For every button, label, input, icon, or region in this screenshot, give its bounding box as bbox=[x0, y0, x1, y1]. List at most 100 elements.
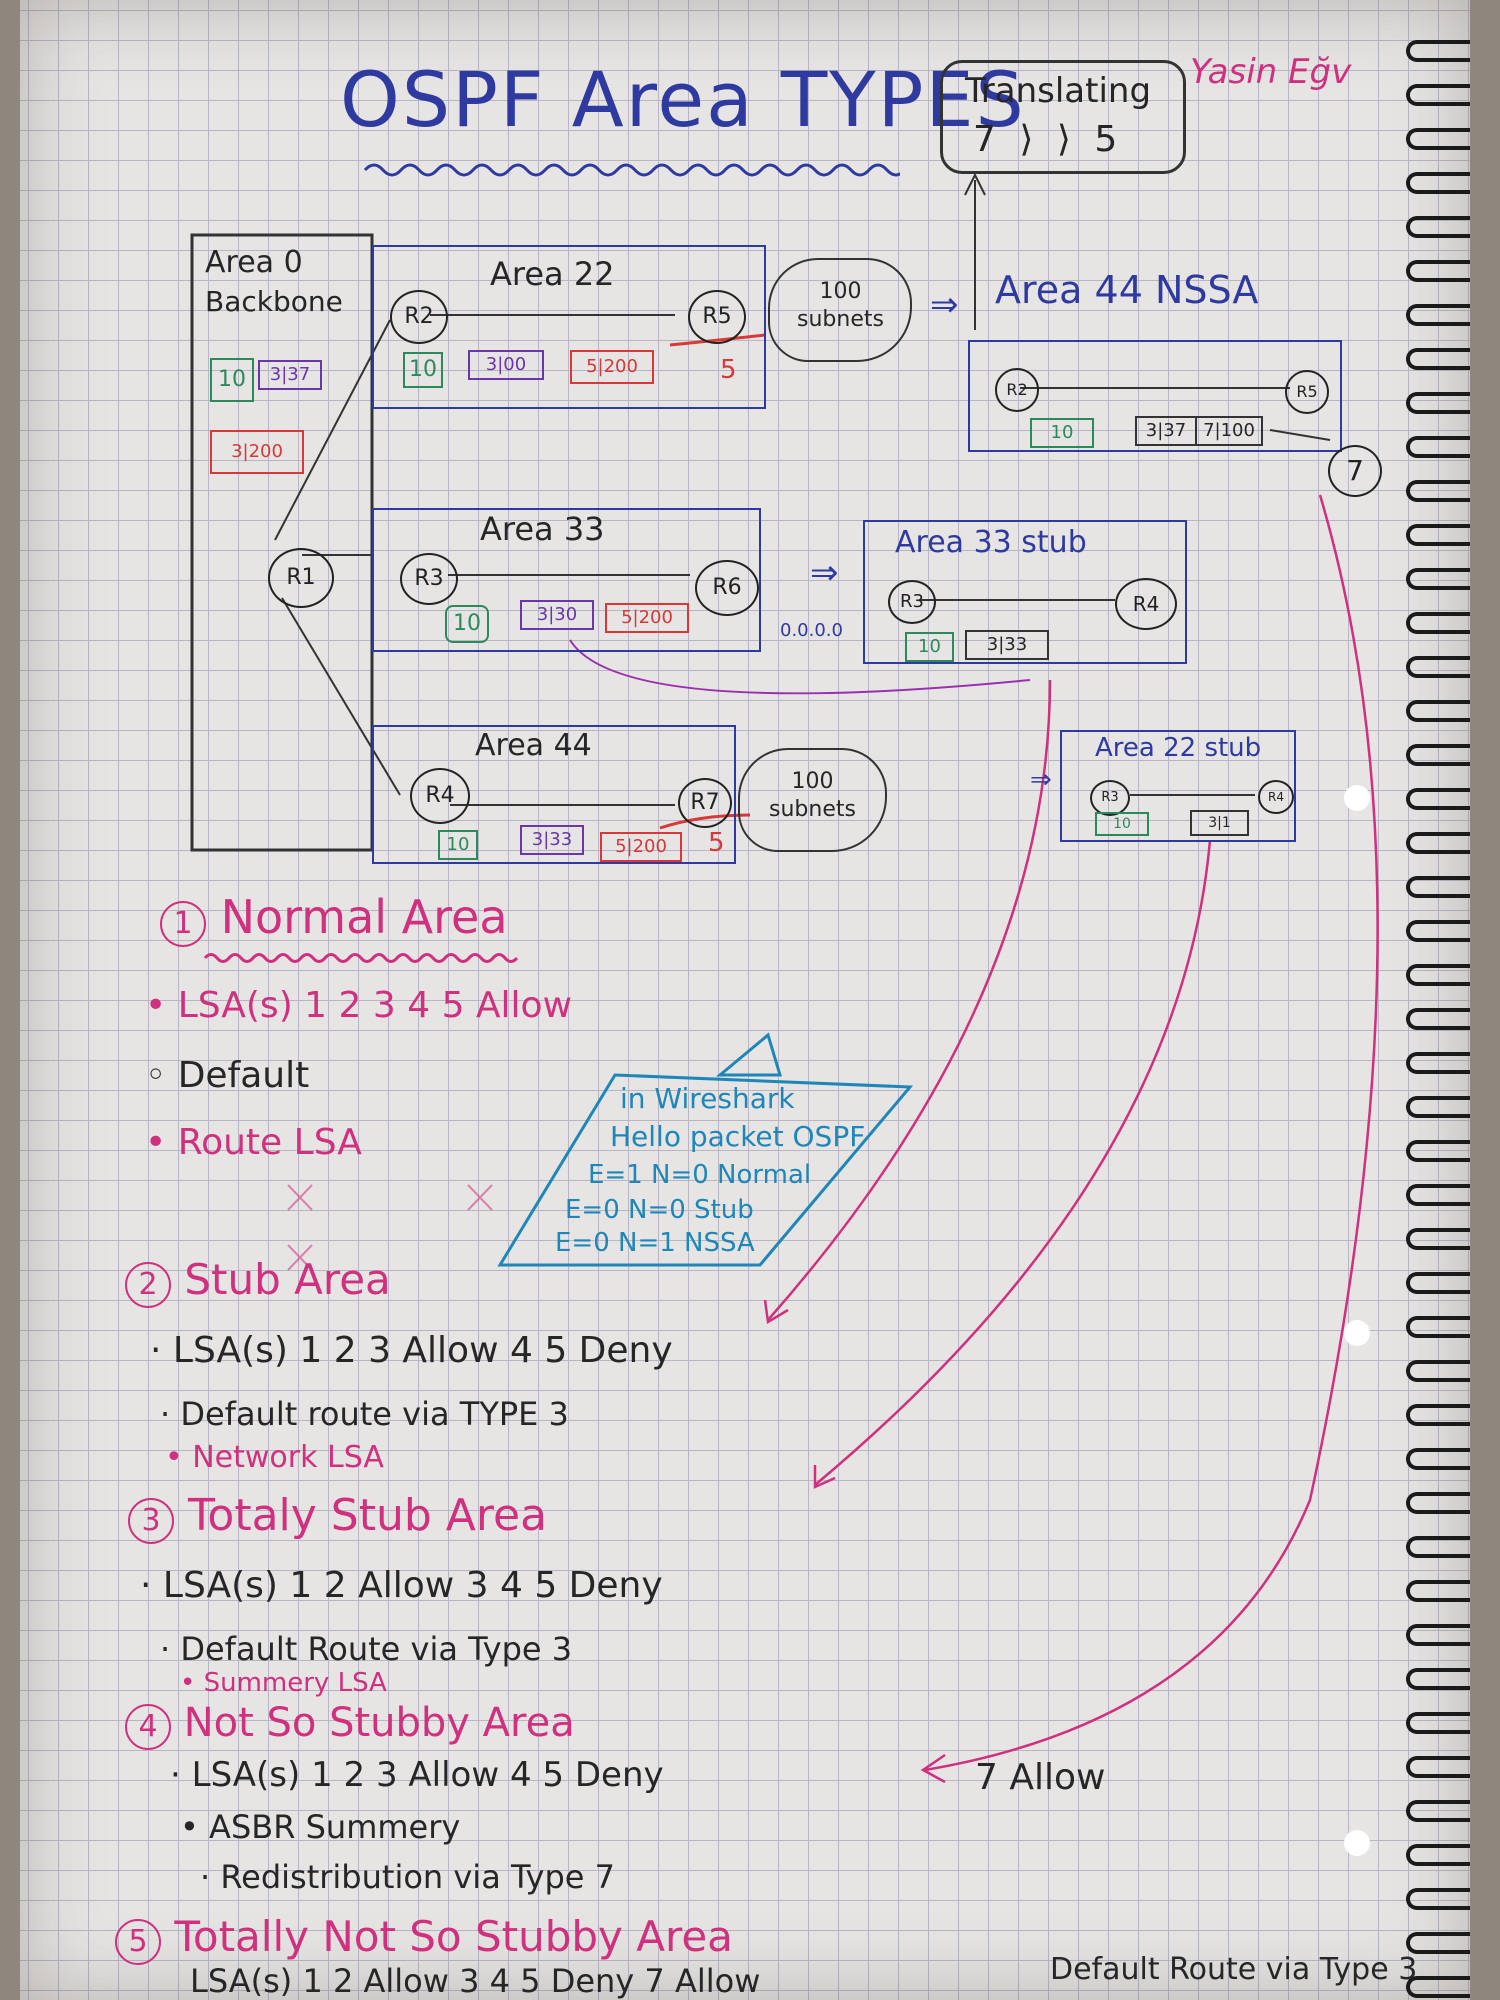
router-r4-stub: R4 bbox=[1115, 578, 1177, 630]
section-2-title: Stub Area bbox=[184, 1255, 391, 1304]
area33-label: Area 33 bbox=[480, 510, 605, 548]
section-2-heading: 2 Stub Area bbox=[125, 1255, 391, 1308]
stub33-label: Area 33 stub bbox=[895, 525, 1087, 560]
spiral-ring bbox=[1406, 964, 1470, 986]
area0-label: Area 0 bbox=[205, 245, 303, 280]
spiral-ring bbox=[1406, 436, 1470, 458]
spiral-ring bbox=[1406, 1800, 1470, 1822]
section-1-number: 1 bbox=[160, 901, 206, 947]
lsa-stub22-type1: 10 bbox=[1095, 812, 1149, 836]
section-3-heading: 3 Totaly Stub Area bbox=[128, 1490, 547, 1544]
router-r3-stub: R3 bbox=[888, 580, 936, 624]
lsa-nssa-type3: 3|37 bbox=[1135, 416, 1197, 446]
lsa-area33-type3: 3|30 bbox=[520, 600, 594, 630]
spiral-ring bbox=[1406, 920, 1470, 942]
area33-box bbox=[372, 508, 761, 652]
spiral-ring bbox=[1406, 348, 1470, 370]
area22-box bbox=[372, 245, 766, 409]
spiral-ring bbox=[1406, 1360, 1470, 1382]
section-3-number: 3 bbox=[128, 1498, 174, 1544]
lsa-area22-type3: 3|00 bbox=[468, 350, 544, 380]
spiral-ring bbox=[1406, 788, 1470, 810]
page-title: OSPF Area TYPES bbox=[340, 55, 1026, 144]
lsa-nssa-type1: 10 bbox=[1030, 418, 1094, 448]
wireshark-line: in Wireshark bbox=[620, 1082, 795, 1115]
section-3-item: • Summery LSA bbox=[180, 1668, 387, 1698]
wireshark-line: E=0 N=1 NSSA bbox=[555, 1228, 755, 1258]
section-4-heading: 4 Not So Stubby Area bbox=[125, 1700, 575, 1750]
spiral-ring bbox=[1406, 1008, 1470, 1030]
section-2-item: • Network LSA bbox=[165, 1440, 384, 1475]
section-2-number: 2 bbox=[125, 1262, 171, 1308]
spiral-ring bbox=[1406, 1316, 1470, 1338]
spiral-ring bbox=[1406, 1624, 1470, 1646]
area44-label: Area 44 bbox=[475, 728, 592, 763]
router-r5-nssa: R5 bbox=[1285, 370, 1329, 414]
lsa-stub33-type1: 10 bbox=[905, 632, 954, 662]
section-4-number: 4 bbox=[125, 1704, 171, 1750]
section-1-item: ◦ Default bbox=[145, 1055, 310, 1096]
lsa-stub33-type3: 3|33 bbox=[965, 630, 1049, 660]
subnets-cloud-2: 100 subnets bbox=[738, 748, 887, 852]
lsa-area33-type1: 10 bbox=[445, 605, 489, 643]
spiral-ring bbox=[1406, 1184, 1470, 1206]
arrow-to-nssa: ⇒ bbox=[930, 285, 959, 325]
notebook-page: OSPF Area TYPES Yasin Eğv Translating 7 … bbox=[20, 0, 1470, 2000]
spiral-ring bbox=[1406, 744, 1470, 766]
section-5-item: Default Route via Type 3 bbox=[1050, 1952, 1418, 1987]
section-3-title: Totaly Stub Area bbox=[188, 1490, 548, 1541]
area0-sublabel: Backbone bbox=[205, 285, 343, 318]
spiral-ring bbox=[1406, 260, 1470, 282]
router-r3: R3 bbox=[400, 553, 458, 605]
spiral-ring bbox=[1406, 612, 1470, 634]
spiral-ring bbox=[1406, 84, 1470, 106]
spiral-ring bbox=[1406, 480, 1470, 502]
router-r4-stub22: R4 bbox=[1258, 780, 1294, 814]
spiral-ring bbox=[1406, 304, 1470, 326]
spiral-ring bbox=[1406, 656, 1470, 678]
section-4-item: · LSA(s) 1 2 3 Allow 4 5 Deny bbox=[170, 1755, 664, 1795]
spiral-ring bbox=[1406, 172, 1470, 194]
lsa-area22-type5: 5|200 bbox=[570, 350, 654, 384]
router-r2-nssa: R2 bbox=[995, 368, 1039, 412]
section-1-title: Normal Area bbox=[220, 890, 508, 944]
section-5-item: LSA(s) 1 2 Allow 3 4 5 Deny 7 Allow bbox=[190, 1962, 761, 2000]
wireshark-line: E=0 N=0 Stub bbox=[565, 1195, 754, 1225]
lsa-nssa-type7: 7|100 bbox=[1195, 416, 1263, 446]
spiral-ring bbox=[1406, 1140, 1470, 1162]
subnets-cloud-1: 100 subnets bbox=[768, 258, 912, 362]
stub22-box bbox=[1060, 730, 1296, 842]
translating-label: Translating bbox=[965, 71, 1152, 111]
section-2-item: · LSA(s) 1 2 3 Allow 4 5 Deny bbox=[150, 1330, 673, 1371]
section-5-heading: 5 Totally Not So Stubby Area bbox=[115, 1912, 733, 1965]
area44-type5-marker: 5 bbox=[708, 828, 725, 858]
area22-type5-marker: 5 bbox=[720, 355, 737, 385]
lsa-stub22-type3: 3|1 bbox=[1190, 810, 1249, 836]
router-r3-stub22: R3 bbox=[1090, 780, 1130, 816]
spiral-ring bbox=[1406, 1492, 1470, 1514]
punch-hole bbox=[1344, 785, 1370, 811]
spiral-ring bbox=[1406, 700, 1470, 722]
spiral-ring bbox=[1406, 1844, 1470, 1866]
router-r1: R1 bbox=[268, 548, 334, 608]
router-r4: R4 bbox=[410, 768, 470, 824]
spiral-ring bbox=[1406, 216, 1470, 238]
spiral-ring bbox=[1406, 1228, 1470, 1250]
lsa-area0-type1: 10 bbox=[210, 358, 254, 402]
default-route-label: 0.0.0.0 bbox=[780, 620, 843, 641]
nssa-box bbox=[968, 340, 1342, 452]
spiral-ring bbox=[1406, 1976, 1470, 1998]
router-r5: R5 bbox=[688, 290, 746, 344]
title-underline bbox=[363, 163, 900, 177]
spiral-ring bbox=[1406, 832, 1470, 854]
wireshark-line: E=1 N=0 Normal bbox=[588, 1160, 812, 1190]
area22-label: Area 22 bbox=[490, 255, 615, 293]
spiral-ring bbox=[1406, 1448, 1470, 1470]
spiral-ring bbox=[1406, 568, 1470, 590]
spiral-ring bbox=[1406, 1712, 1470, 1734]
translating-box: Translating 7 ⟩ ⟩ 5 bbox=[940, 60, 1186, 174]
lsa-area0-type3a: 3|37 bbox=[258, 360, 322, 390]
spiral-ring bbox=[1406, 40, 1470, 62]
spiral-ring bbox=[1406, 1096, 1470, 1118]
punch-hole bbox=[1344, 1830, 1370, 1856]
